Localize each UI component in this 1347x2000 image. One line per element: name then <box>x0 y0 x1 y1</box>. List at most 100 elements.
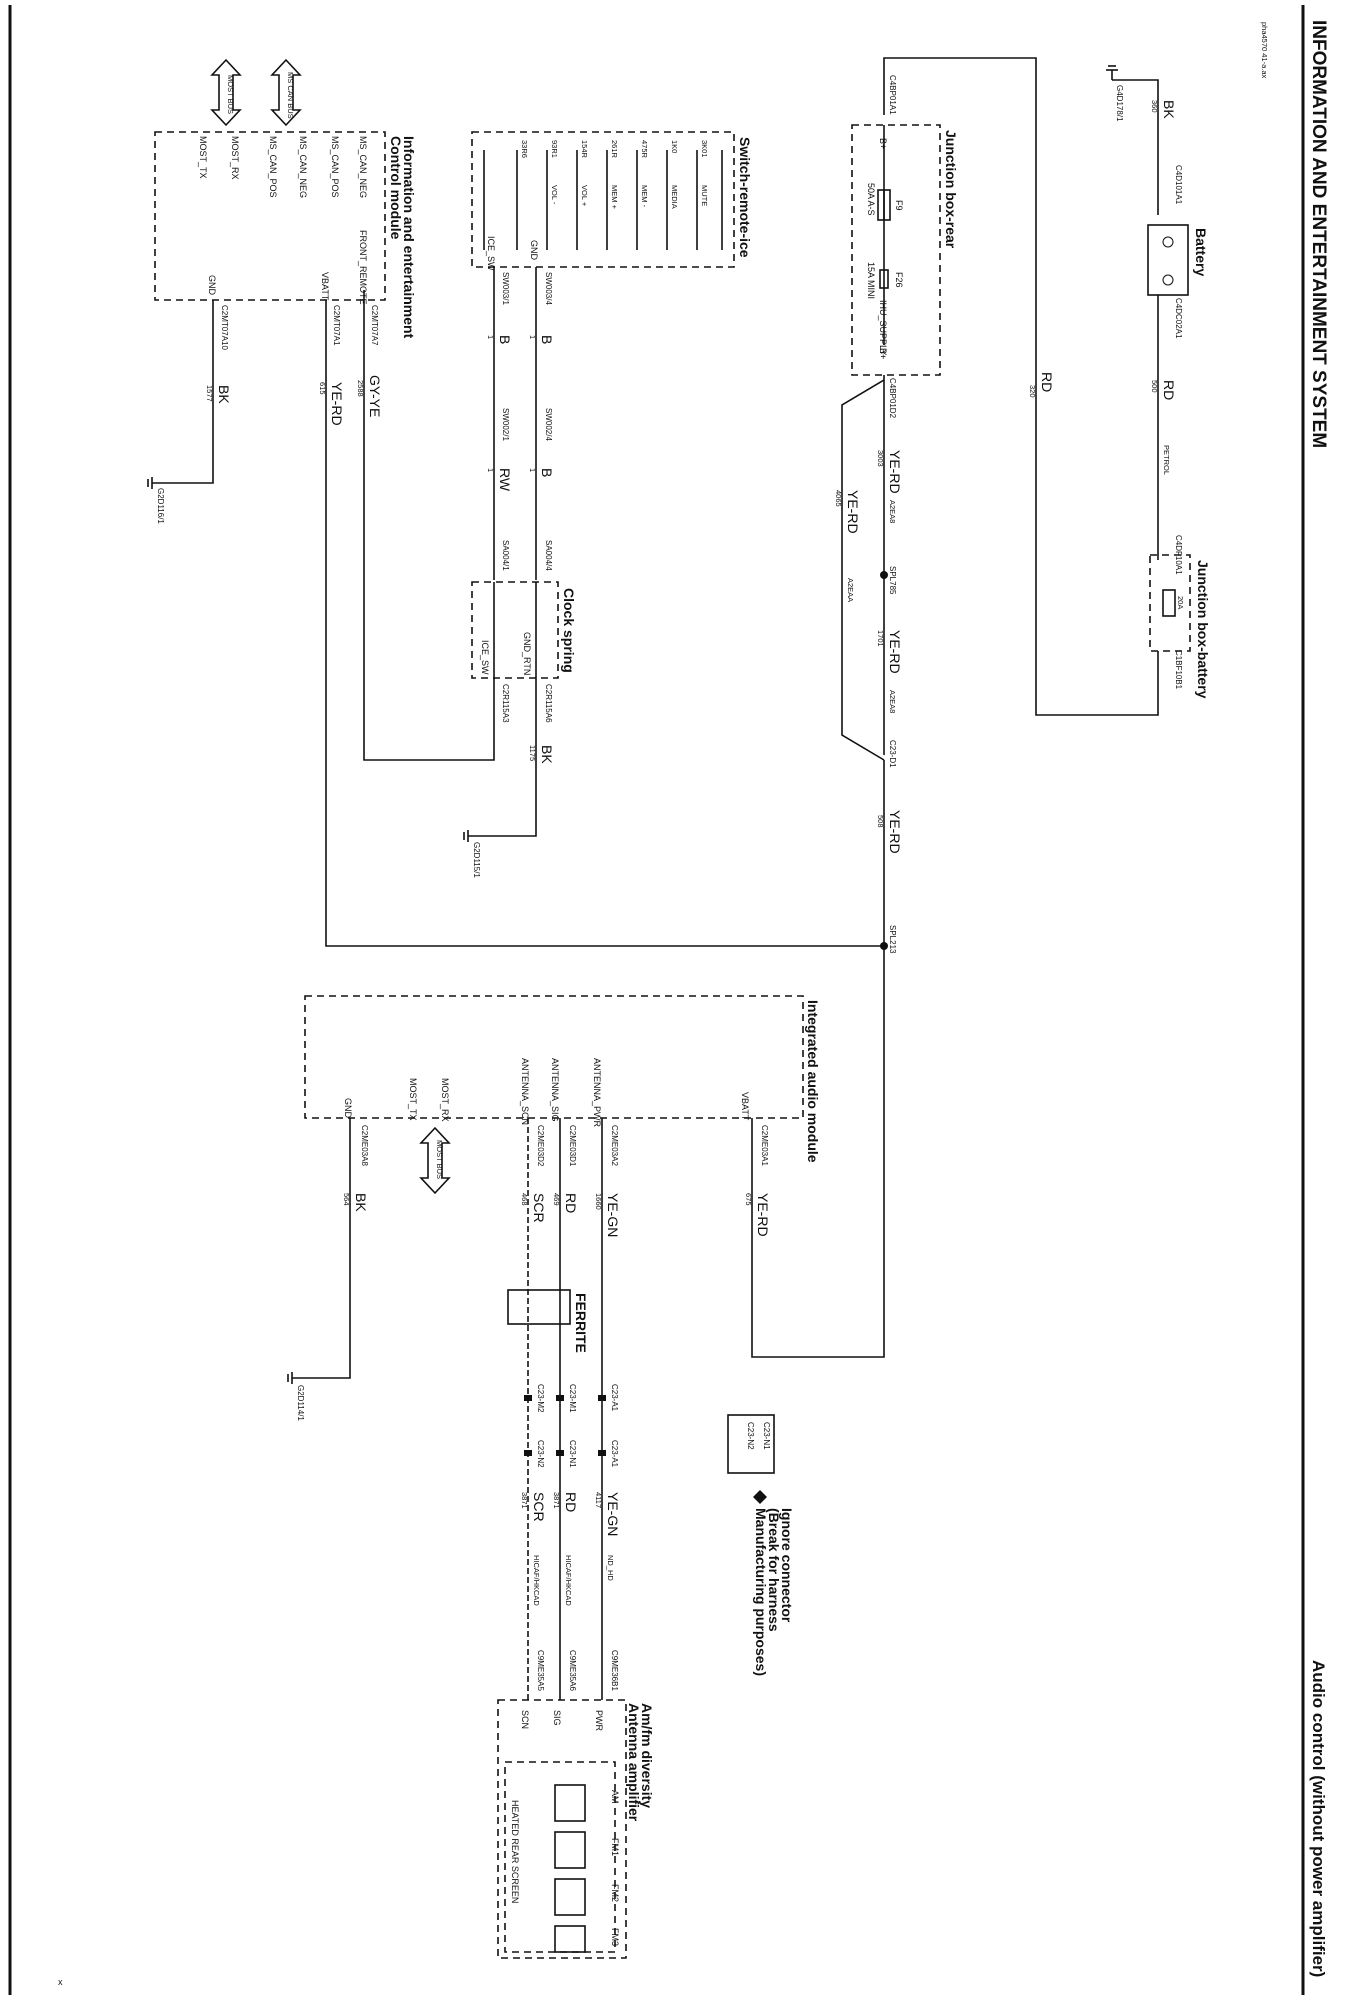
label-antenna-scn: SCN <box>520 1710 530 1729</box>
label-connectors-c4bp01d2: C4BP01D2 <box>888 378 897 419</box>
label-modules-jb-battery: Junction box-battery <box>1195 560 1211 699</box>
label-antenna-heated: HEATED REAR SCREEN <box>510 1800 520 1903</box>
section-title: INFORMATION AND ENTERTAINMENT SYSTEM <box>1308 20 1329 448</box>
label-switch-buttons-resistors-2: 475R <box>640 140 649 159</box>
label-iecm-pins-most-rx: MOST_RX <box>230 136 240 180</box>
label-wires-w-yerd-675-color: YE-RD <box>755 1193 771 1237</box>
label-switch-buttons-labels-4: VOL + <box>580 185 589 207</box>
label-connectors-sa004-4: SA004/4 <box>544 540 553 571</box>
label-wires-w-rd-long-circuit: 320 <box>1028 385 1037 398</box>
label-connectors-c2me03d1: C2ME03D1 <box>568 1125 577 1167</box>
label-switch-buttons-resistors-0: 3K01 <box>700 140 709 158</box>
label-legend-conn-top: C23-N1 <box>762 1422 771 1450</box>
junction-box-battery: 20A Junction box-battery <box>1149 554 1211 699</box>
legend-diamond-icon <box>753 1490 767 1504</box>
label-wires-w-bk-batt-color: BK <box>1161 100 1177 119</box>
label-connectors-sw002-1: SW002/1 <box>501 408 510 441</box>
label-connectors-c23a1-l: C23-A1 <box>610 1384 619 1412</box>
label-wires-w-yegn-4117-circuit: 4117 <box>594 1492 603 1508</box>
label-modules-clock-spring: Clock spring <box>561 588 577 673</box>
label-wires-w-bk-1175-circuit: 1175 <box>528 745 537 761</box>
label-antenna-fm2: FM2 <box>610 1884 620 1902</box>
label-fuses-b-plus-a: B+ <box>878 138 888 149</box>
label-fuses-b-plus-b: B+ <box>878 348 888 359</box>
label-wires-w-scr-3871-code: HICAF/HKCAD <box>532 1555 541 1606</box>
label-grounds-g2d115: G2D115/1 <box>472 842 481 878</box>
label-wires-w-rw-circuit: 1 <box>486 468 495 472</box>
label-connectors-spl213: SPL213 <box>888 925 897 954</box>
label-connectors-c23a1-r: C23-A1 <box>610 1440 619 1468</box>
label-switch-buttons-labels-1: MEDIA <box>670 185 679 209</box>
label-antenna-fm3: FM3 <box>610 1928 620 1946</box>
label-grounds-g4d178: G4D178/1 <box>1115 85 1124 122</box>
label-connectors-c9me35a6: C9ME35A6 <box>568 1650 577 1691</box>
diagram-title: Audio control (without power amplifier) <box>1309 1660 1328 1977</box>
label-wires-w-yegn-4117-color: YE-GN <box>605 1492 621 1536</box>
label-connectors-sw003-4: SW003/4 <box>544 272 553 305</box>
label-connectors-sw003-1: SW003/1 <box>501 272 510 305</box>
label-wires-w-yerd-3003-color: YE-RD <box>887 450 903 494</box>
ground-g2d115: G2D115/1 <box>463 830 481 878</box>
label-modules-battery: Battery <box>1193 228 1209 276</box>
label-connectors-c2me03a1: C2ME03A1 <box>760 1125 769 1166</box>
label-wires-w-scr-468-color: SCR <box>531 1193 547 1223</box>
label-connectors-c1bf10b1: C1BF10B1 <box>1174 650 1183 690</box>
label-legend-note-line3: Manufacturing purposes) <box>753 1508 769 1676</box>
label-iam-pins-antenna-pwr: ANTENNA_PWR <box>592 1058 602 1128</box>
label-iecm-pins-vbatt: VBATT <box>320 272 330 301</box>
label-connectors-c2mt07a10: C2MT07A10 <box>220 305 229 350</box>
label-antenna-am: AM <box>610 1790 620 1804</box>
label-connectors-c2mt07a7: C2MT07A7 <box>370 305 379 346</box>
label-modules-ferrite: FERRITE <box>573 1293 589 1353</box>
battery: Battery <box>1147 224 1209 296</box>
label-fuses-f9-name: F9 <box>894 200 904 211</box>
label-switch-buttons-labels-0: MUTE <box>700 185 709 206</box>
integrated-audio-module: Integrated audio module VBATT ANTENNA_PW… <box>304 995 821 1163</box>
ms-can-bus-arrow: MS CAN BUS <box>270 58 302 127</box>
label-iecm-pins-most-tx: MOST_TX <box>198 136 208 179</box>
label-wires-w-rd-469-color: RD <box>563 1193 579 1213</box>
label-wires-w-rd-469-circuit: 469 <box>552 1193 561 1206</box>
label-connectors-c23m1: C23-M1 <box>568 1384 577 1413</box>
label-wires-w-yerd-1701-circuit: 1701 <box>876 630 885 647</box>
label-connectors-c4dc02a1: C4DC02A1 <box>1174 298 1183 339</box>
label-wires-w-yerd-615-circuit: 615 <box>318 382 327 395</box>
antenna-amplifier: Am/fm diversity Antenna amplifier PWR SI… <box>497 1699 655 1959</box>
label-modules-jb-rear: Junction box-rear <box>943 130 959 249</box>
label-wires-w-yerd-1701-code: A2EA8 <box>888 690 897 713</box>
label-connectors-sw002-4: SW002/4 <box>544 408 553 441</box>
sheet-ref: pha4570 41-a.ax <box>1260 22 1269 79</box>
label-wires-w-bk-1577-color: BK <box>216 385 232 404</box>
label-connectors-c9me36b1: C9ME36B1 <box>610 1650 619 1691</box>
label-wires-w-scr-3871-circuit: 3871 <box>520 1492 529 1509</box>
label-connectors-c23d1: C23-D1 <box>888 740 897 768</box>
label-wires-w-yerd-3003-circuit: 3003 <box>876 450 885 467</box>
label-iam-pins-antenna-sig: ANTENNA_SIG <box>550 1058 560 1122</box>
label-wires-w-rd-batt-circuit: 500 <box>1150 380 1159 393</box>
label-iam-pins-most-rx: MOST_RX <box>440 1078 450 1122</box>
label-wires-w-yegn-1660-circuit: 1660 <box>594 1193 603 1210</box>
label-iecm-pins-ms-can-bus: MS CAN BUS <box>286 72 295 119</box>
label-wires-w-yerd-675-circuit: 675 <box>744 1193 753 1206</box>
legend-connector-box: C23-N1 C23-N2 <box>727 1414 775 1474</box>
label-connectors-spl785: SPL785 <box>888 566 897 595</box>
wire-yerd-615 <box>325 300 884 947</box>
label-antenna-sig: SIG <box>552 1710 562 1726</box>
label-iecm-pins-most-bus: MOST BUS <box>226 75 235 114</box>
label-wires-w-bk-564-circuit: 564 <box>342 1193 351 1206</box>
c23-break-marks <box>524 1395 606 1456</box>
ground-g4d178: G4D178/1 <box>1106 65 1124 122</box>
label-wires-w-rw-color: RW <box>497 468 513 492</box>
iecm-most-bus-arrow: MOST BUS <box>210 58 242 127</box>
ground-g2d116: G2D116/1 <box>147 477 165 524</box>
footer-mark: x <box>58 1977 63 1987</box>
label-wires-w-rd-long-color: RD <box>1039 372 1055 392</box>
label-iam-pins-antenna-scn: ANTENNA_SCN <box>520 1058 530 1125</box>
wire-yerd-675 <box>751 1118 885 1358</box>
label-wires-w-yerd-615-color: YE-RD <box>329 382 345 426</box>
wire-bk-1175 <box>468 678 537 837</box>
label-connectors-c23n1: C23-N1 <box>568 1440 577 1468</box>
label-wires-w-rd-3871-color: RD <box>563 1492 579 1512</box>
label-wires-w-b-top2-color: B <box>539 468 555 477</box>
wire-bk-360 <box>1112 79 1159 215</box>
